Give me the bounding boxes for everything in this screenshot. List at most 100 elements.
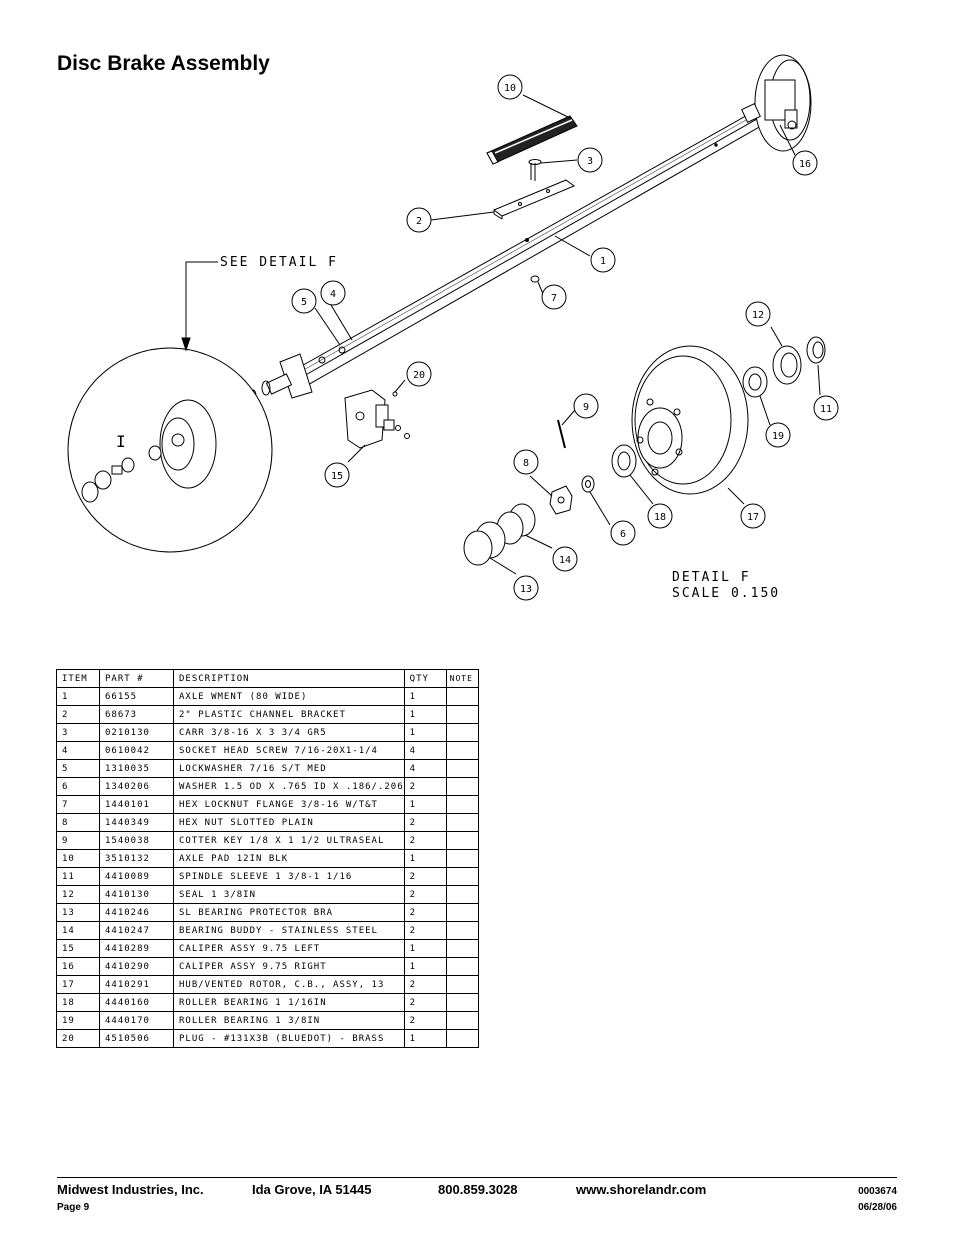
cell-note bbox=[445, 921, 479, 940]
parts-table-header: ITEM PART # DESCRIPTION QTY NOTE bbox=[56, 669, 479, 688]
cell-description: SPINDLE SLEEVE 1 3/8-1 1/16 bbox=[173, 867, 405, 886]
footer-page-number: Page 9 bbox=[57, 1202, 90, 1213]
callout-11: 11 bbox=[813, 395, 839, 421]
header-item: ITEM bbox=[56, 669, 100, 688]
cell-qty: 2 bbox=[403, 777, 447, 796]
cell-note bbox=[445, 813, 479, 832]
callout-2: 2 bbox=[406, 207, 432, 233]
cell-item: 7 bbox=[56, 795, 100, 814]
cell-note bbox=[445, 831, 479, 850]
cell-description: CALIPER ASSY 9.75 LEFT bbox=[173, 939, 405, 958]
spindle-left bbox=[261, 346, 346, 399]
page-title: Disc Brake Assembly bbox=[57, 52, 270, 75]
cell-part-number: 3510132 bbox=[99, 849, 174, 868]
cell-item: 17 bbox=[56, 975, 100, 994]
caliper-assembly-right bbox=[741, 54, 812, 152]
detail-f-rotor bbox=[631, 345, 749, 495]
cell-note bbox=[445, 759, 479, 778]
cell-note bbox=[445, 957, 479, 976]
footer-divider bbox=[57, 1177, 897, 1178]
caliper-assembly-left bbox=[344, 389, 410, 449]
callout-4: 4 bbox=[320, 280, 346, 306]
callout-17: 17 bbox=[740, 503, 766, 529]
cell-item: 10 bbox=[56, 849, 100, 868]
cell-item: 6 bbox=[56, 777, 100, 796]
svg-text:11: 11 bbox=[820, 404, 832, 415]
footer-date: 06/28/06 bbox=[858, 1202, 897, 1213]
header-part: PART # bbox=[99, 669, 174, 688]
cell-part-number: 4410089 bbox=[99, 867, 174, 886]
callouts: 1 2 3 4 5 6 7 8 9 10 11 12 13 14 15 16 1… bbox=[291, 74, 839, 601]
callout-16: 16 bbox=[792, 150, 818, 176]
cell-part-number: 0610042 bbox=[99, 741, 174, 760]
cell-description: SOCKET HEAD SCREW 7/16-20X1-1/4 bbox=[173, 741, 405, 760]
cell-note bbox=[445, 903, 479, 922]
callout-15: 15 bbox=[324, 462, 350, 488]
svg-text:19: 19 bbox=[772, 431, 784, 442]
cell-qty: 4 bbox=[403, 741, 447, 760]
svg-text:1: 1 bbox=[600, 256, 606, 267]
cell-part-number: 1440101 bbox=[99, 795, 174, 814]
see-detail-label: SEE DETAIL F bbox=[220, 255, 338, 270]
cell-part-number: 4440160 bbox=[99, 993, 174, 1012]
callout-8: 8 bbox=[513, 449, 539, 475]
svg-text:5: 5 bbox=[301, 297, 307, 308]
footer-city: Ida Grove, IA 51445 bbox=[252, 1182, 372, 1197]
svg-text:7: 7 bbox=[551, 293, 557, 304]
cell-description: CARR 3/8-16 X 3 3/4 GR5 bbox=[173, 723, 405, 742]
leader-lines bbox=[181, 94, 821, 575]
cell-qty: 1 bbox=[403, 723, 447, 742]
cell-qty: 1 bbox=[403, 939, 447, 958]
cell-qty: 1 bbox=[403, 1029, 447, 1048]
cell-part-number: 66155 bbox=[99, 687, 174, 706]
svg-text:6: 6 bbox=[620, 529, 626, 540]
callout-10: 10 bbox=[497, 74, 523, 100]
cell-item: 11 bbox=[56, 867, 100, 886]
cell-part-number: 1540038 bbox=[99, 831, 174, 850]
cell-qty: 1 bbox=[403, 795, 447, 814]
cell-description: ROLLER BEARING 1 1/16IN bbox=[173, 993, 405, 1012]
scale-label: SCALE 0.150 bbox=[672, 586, 780, 601]
cell-item: 20 bbox=[56, 1029, 100, 1048]
detail-f-seal-bearings bbox=[463, 336, 826, 566]
channel-bracket bbox=[493, 179, 575, 220]
cell-item: 9 bbox=[56, 831, 100, 850]
callout-5: 5 bbox=[291, 288, 317, 314]
cell-note bbox=[445, 993, 479, 1012]
cell-part-number: 1440349 bbox=[99, 813, 174, 832]
cell-part-number: 4410291 bbox=[99, 975, 174, 994]
cell-note bbox=[445, 975, 479, 994]
cell-note bbox=[445, 849, 479, 868]
cell-qty: 1 bbox=[403, 957, 447, 976]
cell-description: CALIPER ASSY 9.75 RIGHT bbox=[173, 957, 405, 976]
cell-part-number: 4440170 bbox=[99, 1011, 174, 1030]
footer-phone: 800.859.3028 bbox=[438, 1182, 518, 1197]
svg-text:9: 9 bbox=[583, 402, 589, 413]
cell-description: LOCKWASHER 7/16 S/T MED bbox=[173, 759, 405, 778]
cell-note bbox=[445, 885, 479, 904]
cell-part-number: 4410290 bbox=[99, 957, 174, 976]
svg-text:13: 13 bbox=[520, 584, 532, 595]
svg-text:2: 2 bbox=[416, 216, 422, 227]
cell-item: 2 bbox=[56, 705, 100, 724]
header-description: DESCRIPTION bbox=[173, 669, 405, 688]
cell-item: 19 bbox=[56, 1011, 100, 1030]
cell-note bbox=[445, 939, 479, 958]
cell-note bbox=[445, 795, 479, 814]
cell-part-number: 4410247 bbox=[99, 921, 174, 940]
cell-qty: 2 bbox=[403, 903, 447, 922]
cell-description: HEX NUT SLOTTED PLAIN bbox=[173, 813, 405, 832]
cell-qty: 2 bbox=[403, 867, 447, 886]
carriage-bolt bbox=[528, 159, 542, 181]
cell-item: 1 bbox=[56, 687, 100, 706]
callout-18: 18 bbox=[647, 503, 673, 529]
cell-item: 14 bbox=[56, 921, 100, 940]
